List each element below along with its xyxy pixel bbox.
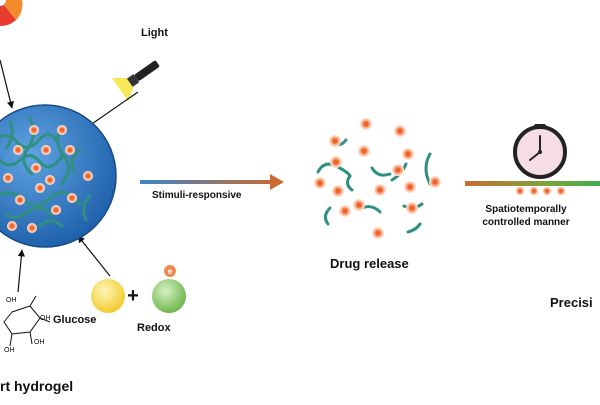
released-drug-particle xyxy=(360,118,372,130)
spatiotemporal-bar xyxy=(465,181,600,186)
polymer-chain xyxy=(4,206,54,219)
drug-particle xyxy=(15,195,25,205)
released-drug-particle xyxy=(404,181,416,193)
polymer-chain xyxy=(82,194,92,222)
arrow-redox-to-gel xyxy=(77,235,111,277)
bar-drug-particle xyxy=(515,186,525,196)
released-drug-particle xyxy=(353,199,365,211)
polymer-chain xyxy=(0,190,82,207)
oh-label-3: OH xyxy=(34,339,45,346)
drug-particle xyxy=(65,145,75,155)
released-drug-particle xyxy=(394,125,406,137)
drug-particle xyxy=(3,173,13,183)
drug-particle xyxy=(83,171,93,181)
drug-particle xyxy=(31,163,41,173)
released-drug-particle xyxy=(332,185,344,197)
free-polymer-chain xyxy=(323,206,332,226)
released-drug-particle xyxy=(329,135,341,147)
released-drug-particles xyxy=(314,118,441,239)
polymer-chain xyxy=(38,219,64,228)
bar-drug-particles xyxy=(515,186,566,196)
bar-drug-particle xyxy=(529,186,539,196)
polymer-chain xyxy=(56,128,70,186)
drug-particle xyxy=(27,223,37,233)
electron-badge xyxy=(164,265,176,277)
free-polymer-chain xyxy=(370,166,392,177)
stimulus-arrows xyxy=(0,59,139,293)
released-drug-particle xyxy=(406,202,418,214)
drug-particle xyxy=(67,193,77,203)
bar-drug-particle xyxy=(556,186,566,196)
redox-green-sphere xyxy=(152,279,186,313)
free-polymer-chain xyxy=(406,222,422,234)
drug-particle xyxy=(45,175,55,185)
drug-particle xyxy=(51,205,61,215)
released-drug-particle xyxy=(372,227,384,239)
electron-label: e xyxy=(168,267,173,276)
drug-particle xyxy=(35,183,45,193)
drug-particle xyxy=(13,145,23,155)
oh-label-4: OH xyxy=(4,347,15,354)
drug-release-label: Drug release xyxy=(330,256,409,271)
released-drug-particle xyxy=(429,176,441,188)
glucose-label: Glucose xyxy=(53,314,97,326)
released-drug-particle xyxy=(314,177,326,189)
redox-label: Redox xyxy=(137,322,171,334)
released-drug-particle xyxy=(330,156,342,168)
bar-drug-particle xyxy=(542,186,552,196)
free-polymer-chain xyxy=(360,205,382,214)
polymer-chain xyxy=(0,154,64,169)
drug-particle xyxy=(41,145,51,155)
released-drug-particle xyxy=(358,145,370,157)
polymer-chains xyxy=(0,116,92,228)
polymer-chain xyxy=(70,148,82,174)
stimuli-arrow xyxy=(140,174,284,190)
spatiotemporal-label-line2: controlled manner xyxy=(482,217,570,228)
hydrogel-sphere xyxy=(0,104,117,248)
oh-label-2: OH xyxy=(40,315,51,322)
oh-label-1: OH xyxy=(6,297,17,304)
hydrogel-label: rt hydrogel xyxy=(0,378,74,394)
drug-particle xyxy=(29,125,39,135)
flashlight-icon xyxy=(111,60,160,102)
arrow-color-to-gel xyxy=(0,59,14,109)
arrow-light-to-gel xyxy=(85,91,139,129)
stimuli-responsive-label: Stimuli-responsive xyxy=(152,190,242,201)
free-polymer-chain xyxy=(424,152,432,186)
arrow-glucose-to-gel xyxy=(17,249,25,293)
spatiotemporal-label-line1: Spatiotemporally xyxy=(485,204,567,215)
glucose-structure-icon xyxy=(3,295,51,347)
color-wheel-icon xyxy=(0,0,23,27)
redox-yellow-sphere xyxy=(91,279,125,313)
clock-icon xyxy=(513,124,567,179)
released-drug-particle xyxy=(392,164,404,176)
drug-particle xyxy=(57,125,67,135)
drug-particles-in-gel xyxy=(3,125,93,233)
released-drug-particle xyxy=(339,205,351,217)
released-drug-particle xyxy=(402,148,414,160)
free-polymer-chain xyxy=(345,174,354,192)
polymer-chain xyxy=(4,120,14,150)
plus-sign: + xyxy=(127,285,139,307)
light-label: Light xyxy=(141,27,168,39)
released-drug-particle xyxy=(374,184,386,196)
drug-particle xyxy=(7,221,17,231)
precision-label: Precisi xyxy=(550,295,593,310)
